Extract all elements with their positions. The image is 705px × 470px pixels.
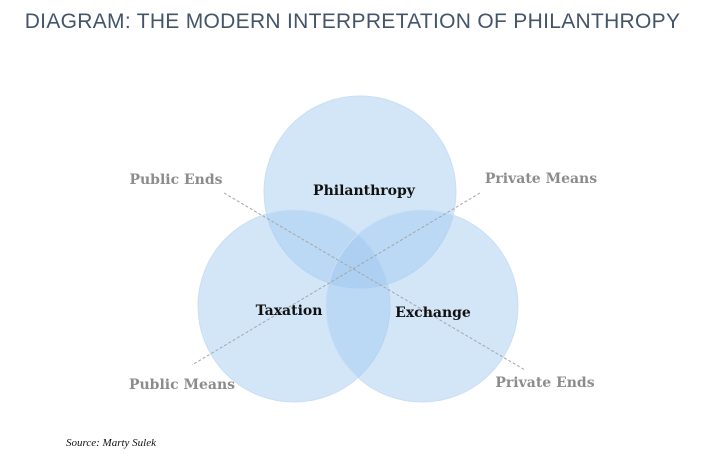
page-title: DIAGRAM: THE MODERN INTERPRETATION OF PH… (24, 10, 681, 33)
exchange-label: Exchange (395, 305, 471, 321)
philanthropy-circle (263, 95, 457, 289)
philanthropy-label: Philanthropy (313, 183, 416, 199)
taxation-label: Taxation (256, 303, 323, 319)
public-means-label: Public Means (129, 377, 235, 393)
exchange-circle (325, 209, 519, 403)
private-means-to-public-means-line (191, 192, 481, 366)
source-caption: Source: Marty Sulek (66, 437, 157, 449)
taxation-circle (197, 209, 391, 403)
private-ends-label: Private Ends (495, 375, 594, 391)
public-ends-to-private-ends-line (223, 192, 526, 371)
private-means-label: Private Means (485, 171, 597, 187)
public-ends-label: Public Ends (129, 172, 222, 188)
